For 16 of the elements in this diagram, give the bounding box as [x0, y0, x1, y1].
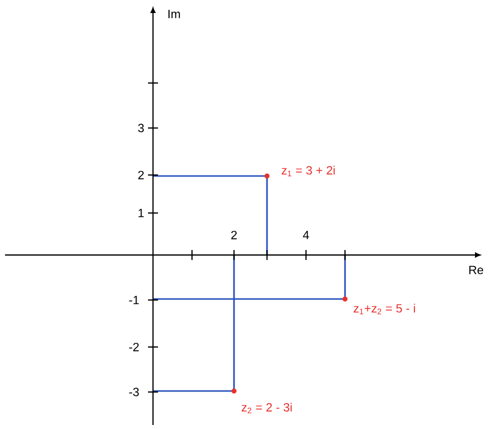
point-label: z$_{1}$+z$_{2}$ = 5 - i [354, 304, 415, 314]
point-marker [342, 296, 348, 302]
point-label: z$_{1}$ = 3 + 2i [282, 166, 335, 176]
point-marker [264, 174, 270, 178]
axis-label: Im [168, 10, 180, 18]
point-label: z$_{2}$ = 2 - 3i [242, 402, 292, 414]
tick-label: 1 [138, 208, 144, 218]
tick-label: 2 [138, 170, 144, 180]
tick-label: -1 [129, 296, 139, 304]
tick-label: 4 [302, 230, 309, 240]
axis-label: Re [469, 266, 484, 274]
tick-label: 2 [231, 230, 237, 240]
tick-label: 3 [138, 124, 144, 132]
point-marker [232, 388, 236, 394]
tick-label: -3 [129, 388, 139, 396]
tick-label: -2 [129, 342, 139, 352]
